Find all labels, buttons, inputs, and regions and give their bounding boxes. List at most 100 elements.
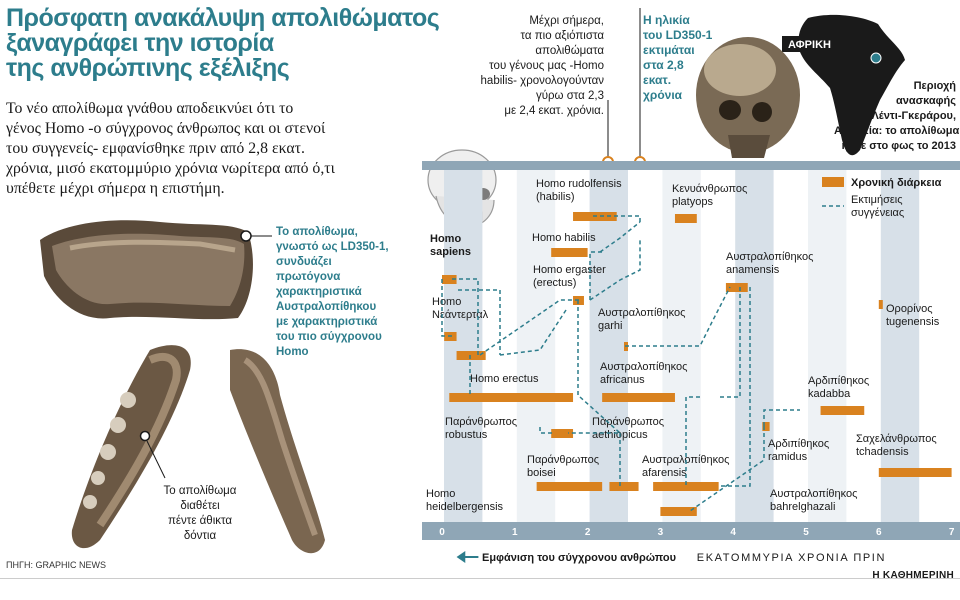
species-duration-bar — [660, 507, 697, 516]
headline: Πρόσφατη ανακάλυψη απολιθώματος ξαναγράφ… — [6, 6, 440, 82]
headline-line: της ανθρώπινης εξέλιξης — [6, 54, 290, 82]
timeline-axis-bar — [422, 522, 960, 540]
species-duration-bar — [674, 214, 697, 223]
legend-relation-label: Εκτιμήσεις — [851, 194, 903, 206]
intro-line: χρόνια, μισό εκατομμύριο χρόνια νωρίτερα… — [6, 160, 335, 177]
species-label: afarensis — [642, 467, 687, 479]
relation-connector — [568, 396, 622, 434]
timeline-band — [808, 170, 847, 522]
axis-tick-label: 6 — [876, 527, 882, 538]
habilis-note-line: γύρω στα 2,3 — [535, 90, 604, 102]
species-label: Αυστραλοπίθηκος — [726, 251, 813, 263]
species-label: Νεάντερταλ — [432, 309, 489, 321]
species-label: Παράνθρωπος — [527, 454, 599, 466]
fossil-note-line: πρωτόγονα — [276, 271, 341, 283]
relation-connector — [499, 309, 567, 356]
species-label: Παράνθρωπος — [592, 416, 664, 428]
relation-connector — [599, 221, 641, 253]
timeline-band — [516, 170, 556, 522]
species-label: boisei — [527, 467, 556, 479]
africa-note-line: ήρθε στο φως το 2013 — [841, 140, 956, 152]
axis-tick-label: 5 — [803, 527, 809, 538]
habilis-note-line: απολιθώματα — [535, 45, 604, 57]
species-duration-bar — [878, 468, 952, 477]
relation-connector — [458, 289, 501, 355]
species-duration-bar — [456, 351, 486, 360]
species-label: Αυστραλοπίθηκος — [600, 361, 687, 373]
intro-line: Το νέο απολίθωμα γνάθου αποδεικνύει ότι … — [6, 100, 294, 117]
age-note-line: Η ηλικία — [643, 13, 690, 27]
species-duration-bar — [609, 482, 639, 491]
habilis-note-line: του γένους μας -Homo — [489, 60, 604, 72]
species-duration-bar — [551, 429, 574, 438]
relation-connector — [720, 287, 741, 398]
fossil-note-line: χαρακτηριστικά — [276, 286, 362, 298]
axis-tick-label: 1 — [512, 527, 518, 538]
intro-text: Το νέο απολίθωμα γνάθου αποδεικνύει ότι … — [6, 99, 411, 199]
present-arrow-label: Εμφάνιση του σύγχρονου ανθρώπου — [482, 552, 676, 564]
species-label: Homo — [426, 488, 455, 500]
age-note: Η ηλικία του LD350-1 εκτιμάται στα 2,8 ε… — [643, 13, 712, 103]
species-label: garhi — [598, 320, 622, 332]
teeth-note-line: διαθέτει — [180, 500, 220, 512]
relation-connector — [589, 251, 602, 300]
species-label: robustus — [445, 429, 488, 441]
teeth-note-line: Το απολίθωμα — [163, 485, 237, 497]
species-label: Homo habilis — [532, 232, 596, 244]
relation-connector — [689, 426, 765, 512]
africa-note-line: Λέντι-Γκεράρου, — [871, 110, 956, 122]
legend-relation-label: συγγένειας — [851, 207, 904, 219]
teeth-note-line: πέντε άθικτα — [167, 515, 233, 527]
relation-connector — [720, 287, 751, 487]
intro-line: υπέθετε μέχρι σήμερα η επιστήμη. — [6, 180, 225, 197]
fossil-note-line: με χαρακτηριστικά — [276, 316, 378, 328]
relation-connector — [441, 279, 452, 337]
teeth-note: Το απολίθωμα διαθέτει πέντε άθικτα δόντι… — [150, 484, 250, 544]
age-note-line: χρόνια — [643, 88, 683, 102]
fossil-note-line: Αυστραλοπίθηκου — [276, 301, 377, 313]
species-duration-bar — [602, 393, 675, 402]
africa-note-line: ανασκαφής — [895, 95, 956, 107]
species-duration-bar — [551, 248, 588, 257]
timeline-band — [444, 170, 483, 522]
species-duration-bar — [442, 275, 457, 284]
species-duration-bar — [536, 482, 603, 491]
species-label: tchadensis — [856, 446, 909, 458]
africa-note-line: Περιοχή — [913, 80, 956, 92]
intro-line: γένος Homo -ο σύγχρονος άνθρωπος και οι … — [6, 120, 326, 137]
brand-logo: Η ΚΑΘΗΜΕΡΙΝΗ — [872, 570, 954, 581]
axis-tick-label: 3 — [658, 527, 664, 538]
species-label: Homo erectus — [470, 373, 539, 385]
species-label: Αυστραλοπίθηκος — [598, 307, 685, 319]
species-label: (erectus) — [533, 277, 576, 289]
x-axis-title: ΕΚΑΤΟΜΜΥΡΙΑ ΧΡΟΝΙΑ ΠΡΙΝ — [697, 552, 886, 564]
species-label: tugenensis — [886, 316, 940, 328]
species-label: heidelbergensis — [426, 501, 504, 513]
fossil-note-line: γνωστό ως LD350-1, — [276, 241, 389, 253]
species-duration-bar — [725, 283, 748, 292]
age-note-line: εκτιμάται — [643, 43, 695, 57]
habilis-note-line: με 2,4 εκατ. χρόνια. — [504, 105, 604, 117]
species-label: Κενυάνθρωπος — [672, 183, 747, 195]
timeline-band — [735, 170, 774, 522]
present-arrow-head — [456, 551, 466, 563]
axis-tick-label: 7 — [949, 527, 955, 538]
excavation-site-marker — [870, 52, 882, 64]
species-label: Σαχελάνθρωπος — [856, 433, 937, 445]
fossil-note: Το απολίθωμα, γνωστό ως LD350-1, συνδυάζ… — [276, 225, 389, 360]
teeth-note-line: δόντια — [183, 530, 217, 542]
legend-duration-swatch — [822, 177, 844, 187]
fossil-note-line: συνδυάζει — [276, 256, 332, 268]
intro-line: του συγγενείς- εμφανίσθηκε πριν από 2,8 … — [6, 140, 305, 157]
relation-connector — [539, 424, 552, 434]
species-label: Παράνθρωπος — [445, 416, 517, 428]
habilis-note-line: τα πιο αξιόπιστα — [520, 30, 604, 42]
habilis-note-line: habilis- χρονολογούνταν — [480, 75, 604, 87]
species-label: kadabba — [808, 388, 851, 400]
species-duration-bar — [762, 422, 770, 431]
timeline-band — [589, 170, 628, 522]
age-note-line: εκατ. — [643, 73, 672, 87]
jaw-halves-image — [71, 345, 325, 554]
timeline-top-bar — [422, 161, 960, 170]
